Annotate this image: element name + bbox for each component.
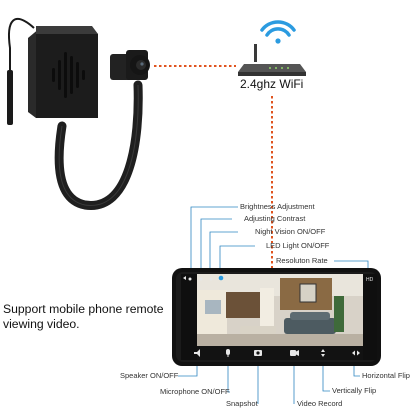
vertical-flip-icon [321, 349, 325, 357]
snapshot-icon [254, 350, 262, 356]
phone-icon [172, 268, 381, 366]
callout-lines [178, 206, 369, 404]
label-vertically-flip: Vertically Flip [332, 386, 377, 395]
horizontal-flip-icon [352, 350, 360, 356]
wifi-connection-lines [154, 65, 273, 268]
router-icon [238, 44, 306, 76]
wifi-icon [260, 20, 296, 44]
speaker-icon [194, 349, 200, 357]
label-speaker: Speaker ON/OFF [120, 371, 179, 380]
label-brightness-adjustment: Brightness Adjustment [240, 202, 315, 211]
phone-top-icons: HD [188, 275, 374, 283]
svg-text:HD: HD [366, 277, 374, 283]
antenna-wire [7, 17, 35, 125]
label-night-vision: Night Vision ON/OFF [255, 227, 326, 236]
label-video-record: Video Record [297, 399, 343, 408]
camera-body [28, 26, 98, 118]
camera-module-icon [110, 50, 150, 80]
label-microphone: Microphone ON/OFF [160, 387, 230, 396]
label-snapshot: Snapshot [226, 399, 258, 408]
promo-text: Support mobile phone remote viewing vide… [3, 302, 164, 332]
video-record-icon [290, 350, 299, 356]
label-adjusting-contrast: Adjusting Contrast [244, 214, 306, 223]
promo-line-2: viewing video. [3, 317, 80, 331]
promo-line-1: Support mobile phone remote [3, 302, 164, 316]
label-led-light: LED Light ON/OFF [266, 241, 330, 250]
label-resolution-rate: Resoluton Rate [276, 256, 328, 265]
back-arrow-icon [183, 276, 186, 280]
microphone-icon [226, 349, 230, 357]
wifi-label: 2.4ghz WiFi [240, 77, 304, 91]
label-horizontal-flip: Horizontal Flip [362, 371, 410, 380]
